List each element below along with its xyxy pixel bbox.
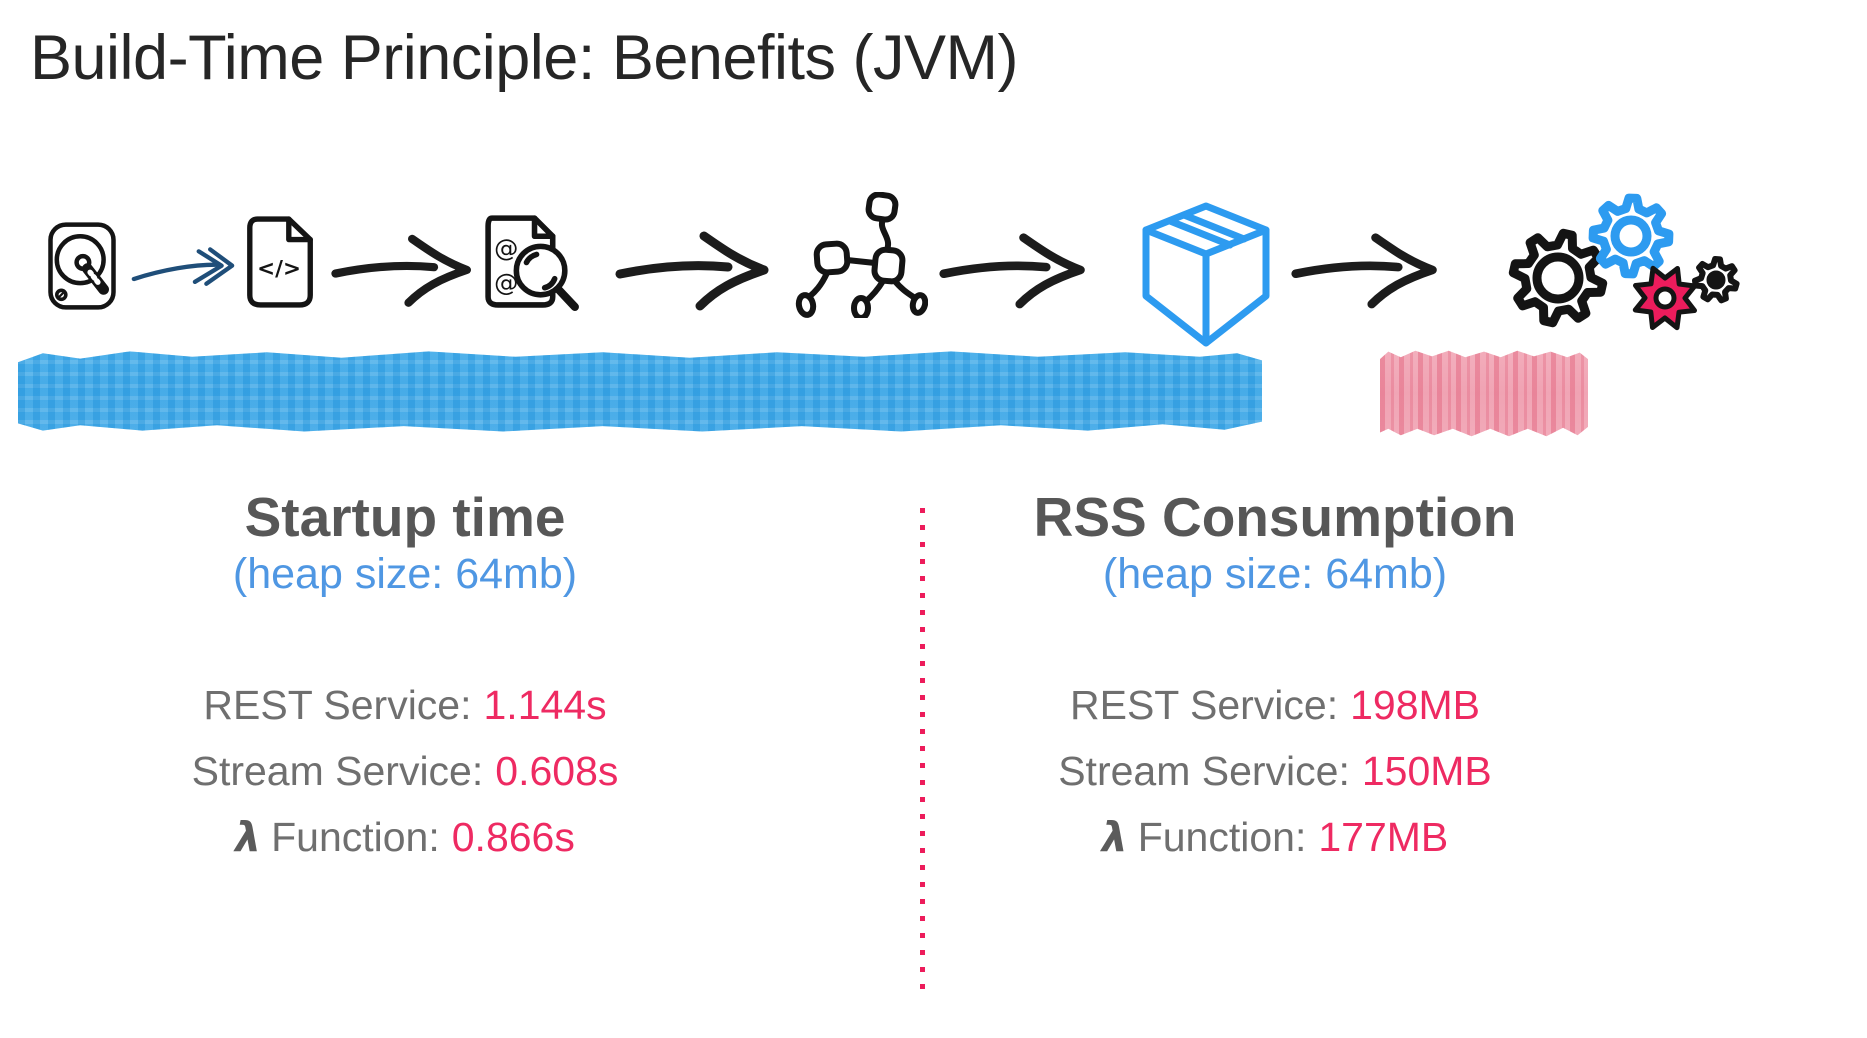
metric-label: Function: <box>1137 814 1307 860</box>
metric-label: Function: <box>271 814 440 860</box>
code-file-icon: </> <box>242 212 320 312</box>
metric-label: REST Service: <box>203 682 472 728</box>
metric-row: REST Service:1.144s <box>80 672 730 738</box>
metric-row: REST Service:198MB <box>950 672 1600 738</box>
gears-icon <box>1488 190 1750 342</box>
metric-label: Stream Service: <box>191 748 484 794</box>
slide-title: Build-Time Principle: Benefits (JVM) <box>30 23 1018 93</box>
lambda-symbol: λ <box>1101 813 1128 861</box>
rss-consumption-panel: RSS Consumption (heap size: 64mb) REST S… <box>950 488 1600 870</box>
metrics-list: REST Service:198MB Stream Service:150MB … <box>950 672 1600 870</box>
metric-row: Stream Service:0.608s <box>80 738 730 804</box>
sketch-arrow-icon <box>610 224 778 314</box>
metric-value: 198MB <box>1350 682 1481 728</box>
svg-text:@: @ <box>494 234 518 262</box>
black-gear-icon <box>1508 228 1608 328</box>
sketch-arrow-icon <box>330 224 476 314</box>
sketch-arrow-icon <box>1290 224 1442 314</box>
dependency-graph-icon <box>793 192 928 318</box>
blue-highlight-stroke <box>18 351 1262 432</box>
metrics-list: REST Service:1.144s Stream Service:0.608… <box>80 672 730 870</box>
metric-value: 0.608s <box>495 748 619 794</box>
startup-time-panel: Startup time (heap size: 64mb) REST Serv… <box>80 488 730 870</box>
package-box-icon <box>1140 200 1272 350</box>
metric-label: REST Service: <box>1069 682 1339 728</box>
metric-value: 150MB <box>1361 748 1492 794</box>
svg-text:</>: </> <box>257 257 301 282</box>
sketch-arrow-icon <box>938 224 1090 314</box>
hard-disk-icon <box>46 218 118 314</box>
lambda-symbol: λ <box>235 813 262 861</box>
annotation-scan-file-icon: @ @ <box>477 208 585 314</box>
pink-gear-icon <box>1632 265 1698 331</box>
metric-row: Stream Service:150MB <box>950 738 1600 804</box>
heap-size-note: (heap size: 64mb) <box>1102 550 1448 598</box>
panel-heading: RSS Consumption <box>1033 486 1517 548</box>
small-black-gear-icon <box>1692 256 1740 304</box>
metric-value: 1.144s <box>483 682 607 728</box>
metric-value: 0.866s <box>451 814 575 860</box>
dotted-divider <box>920 508 925 994</box>
blue-gear-icon <box>1588 193 1674 279</box>
thin-navy-arrow-icon <box>130 242 235 296</box>
metric-value: 177MB <box>1318 814 1449 860</box>
panel-heading: Startup time <box>244 486 566 548</box>
metric-label: Stream Service: <box>1058 748 1350 794</box>
heap-size-note: (heap size: 64mb) <box>232 550 578 598</box>
pink-highlight-stroke <box>1380 350 1588 437</box>
